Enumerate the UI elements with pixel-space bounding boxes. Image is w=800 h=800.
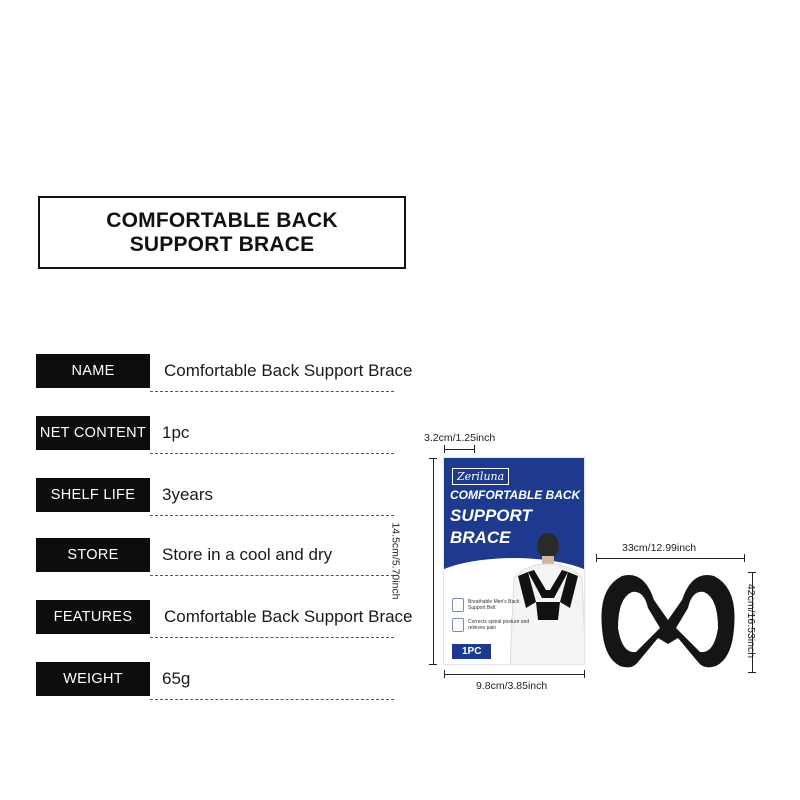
spec-row-net-content: NET CONTENT 1pc bbox=[36, 416, 394, 454]
package-height-label: 14.5cm/5.70inch bbox=[389, 522, 402, 600]
brace-width-label: 33cm/12.99inch bbox=[622, 542, 697, 554]
spec-label: NAME bbox=[36, 354, 150, 388]
divider bbox=[150, 391, 394, 392]
model-back-image bbox=[509, 533, 584, 664]
tick bbox=[444, 670, 445, 678]
package-title-1: COMFORTABLE BACK bbox=[450, 488, 581, 502]
posture-icon bbox=[452, 618, 464, 632]
title-line-2: SUPPORT BRACE bbox=[129, 232, 315, 256]
divider bbox=[150, 637, 394, 638]
product-title-box: COMFORTABLE BACK SUPPORT BRACE bbox=[38, 196, 406, 269]
divider bbox=[150, 453, 394, 454]
tick bbox=[429, 664, 437, 665]
tick bbox=[748, 572, 756, 573]
spec-value: 1pc bbox=[162, 423, 190, 442]
package-depth-label: 3.2cm/1.25inch bbox=[424, 432, 496, 444]
package-width-label: 9.8cm/3.85inch bbox=[476, 680, 548, 692]
spec-row-store: STORE Store in a cool and dry bbox=[36, 538, 394, 576]
spec-value: Comfortable Back Support Brace bbox=[164, 361, 413, 380]
width-line bbox=[444, 674, 584, 675]
brace-width-line bbox=[596, 558, 744, 559]
depth-line bbox=[444, 449, 474, 450]
spec-label: FEATURES bbox=[36, 600, 150, 634]
tick bbox=[474, 445, 475, 453]
brand-logo: Zeriluna bbox=[452, 468, 510, 485]
spec-row-features: FEATURES Comfortable Back Support Brace bbox=[36, 600, 413, 638]
feature-2: Corrects spinal posture and relieves pai… bbox=[468, 619, 530, 631]
spec-value: Store in a cool and dry bbox=[162, 545, 333, 564]
height-line bbox=[433, 458, 434, 664]
tick bbox=[596, 554, 597, 562]
divider bbox=[150, 575, 394, 576]
spec-label: STORE bbox=[36, 538, 150, 572]
tick bbox=[444, 445, 445, 453]
spec-row-name: NAME Comfortable Back Support Brace bbox=[36, 354, 413, 392]
brace-height-line bbox=[752, 572, 753, 672]
spec-value: Comfortable Back Support Brace bbox=[164, 607, 413, 626]
breathable-icon bbox=[452, 598, 464, 612]
spec-value: 3years bbox=[162, 485, 214, 504]
tick bbox=[584, 670, 585, 678]
title-line-1: COMFORTABLE BACK bbox=[106, 208, 338, 232]
package-title-3: BRACE bbox=[450, 528, 511, 547]
spec-label: NET CONTENT bbox=[36, 416, 150, 450]
feature-1: Breathable Men's Back Support Belt bbox=[468, 599, 520, 611]
spec-value: 65g bbox=[162, 669, 191, 688]
brace-image bbox=[601, 575, 735, 668]
quantity-badge: 1PC bbox=[452, 644, 492, 659]
spec-label: WEIGHT bbox=[36, 662, 150, 696]
tick bbox=[429, 458, 437, 459]
tick bbox=[744, 554, 745, 562]
tick bbox=[748, 672, 756, 673]
product-package-image: Zeriluna COMFORTABLE BACK SUPPORT BRACE … bbox=[444, 458, 584, 664]
brace-height-label: 42cm/16.53inch bbox=[745, 583, 758, 659]
spec-row-weight: WEIGHT 65g bbox=[36, 662, 394, 700]
package-title-2: SUPPORT bbox=[450, 506, 532, 525]
divider bbox=[150, 699, 394, 700]
spec-label: SHELF LIFE bbox=[36, 478, 150, 512]
divider bbox=[150, 515, 394, 516]
spec-row-shelf-life: SHELF LIFE 3years bbox=[36, 478, 394, 516]
